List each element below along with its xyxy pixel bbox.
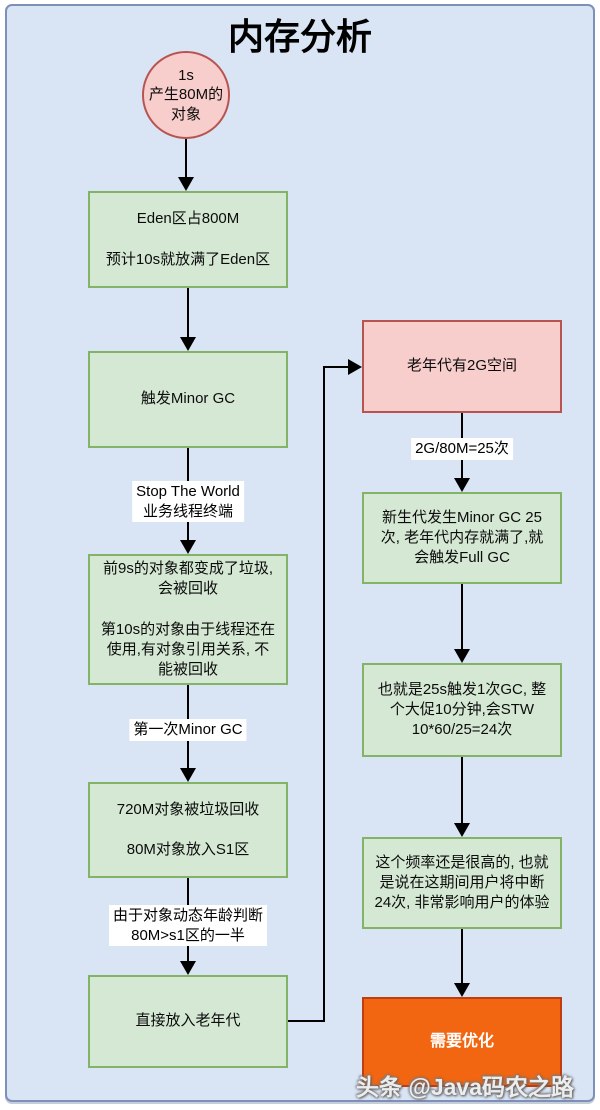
node-eden: Eden区占800M 预计10s就放满了Eden区 (88, 191, 288, 288)
node-gc-result: 前9s的对象都变成了垃圾, 会被回收 第10s的对象由于线程还在 使用,有对象引… (88, 554, 288, 685)
arrow-impact-to-optimize-head-icon (454, 983, 470, 997)
arrow-collect-to-oldgen-head-icon (180, 961, 196, 975)
node-stw-calc: 也就是25s触发1次GC, 整 个大促10分钟,会STW 10*60/25=24… (362, 663, 562, 757)
page-title: 内存分析 (227, 16, 373, 57)
edge-label-stop-the-world: Stop The World 业务线程终端 (132, 481, 244, 522)
arrow-circle-to-eden-head-icon (178, 177, 194, 191)
arrow-eden-to-minorgc-head-icon (180, 337, 196, 351)
edge-label-dynamic-age: 由于对象动态年龄判断 80M>s1区的一半 (108, 905, 268, 946)
arrow-oldspace-to-fullgc-head-icon (454, 478, 470, 492)
arrow-result-to-collect-head-icon (180, 768, 196, 782)
arrow-fullgc-to-stw-head-icon (454, 649, 470, 663)
arrow-eden-to-minorgc-line (187, 288, 189, 337)
arrow-stw-to-impact-head-icon (454, 823, 470, 837)
arrow-fullgc-to-stw-line (461, 584, 463, 649)
edge-label-calc-times: 2G/80M=25次 (411, 438, 513, 460)
edge-label-first-minor-gc: 第一次Minor GC (129, 719, 247, 741)
node-user-impact: 这个频率还是很高的, 也就 是说在这期间用户将中断 24次, 非常影响用户的体验 (362, 837, 562, 929)
node-start-circle: 1s 产生80M的 对象 (142, 51, 230, 139)
node-trigger-minor-gc: 触发Minor GC (88, 351, 288, 448)
connector-oldgen-vertical-segment (323, 366, 325, 1022)
arrow-circle-to-eden-line (185, 139, 187, 179)
connector-oldgen-bottom-segment (288, 1020, 325, 1022)
arrow-stw-to-impact-line (461, 757, 463, 823)
node-after-collect: 720M对象被垃圾回收 80M对象放入S1区 (88, 782, 288, 878)
connector-oldgen-head-icon (348, 359, 362, 375)
watermark: 头条 @Java码农之路 (356, 1074, 574, 1100)
node-to-old-gen: 直接放入老年代 (88, 975, 288, 1068)
node-need-optimize: 需要优化 (362, 997, 562, 1087)
node-old-gen-space: 老年代有2G空间 (362, 320, 562, 413)
node-full-gc: 新生代发生Minor GC 25 次, 老年代内存就满了,就 会触发Full G… (362, 492, 562, 584)
arrow-minorgc-to-result-head-icon (180, 540, 196, 554)
connector-oldgen-top-segment (323, 366, 348, 368)
arrow-impact-to-optimize-line (461, 929, 463, 983)
